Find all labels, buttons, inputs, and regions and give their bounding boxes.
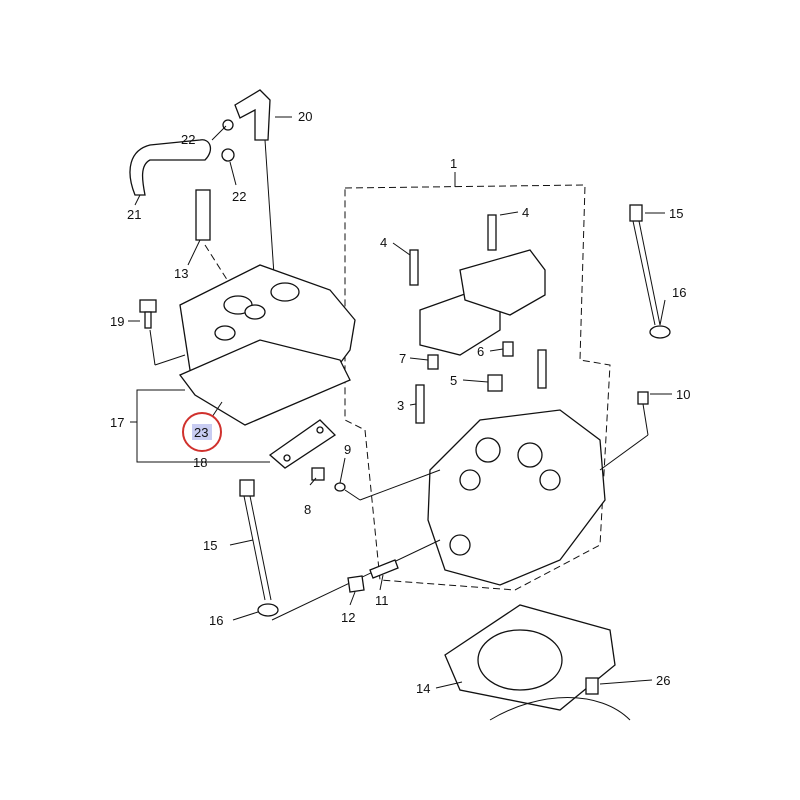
stud-bolt-15 bbox=[239, 479, 255, 497]
callout-7: 7 bbox=[399, 351, 406, 366]
gasket bbox=[178, 339, 351, 426]
highlight-fill bbox=[192, 424, 212, 440]
bolt-4 bbox=[487, 214, 497, 251]
callout-6: 6 bbox=[477, 344, 484, 359]
bolt-19 bbox=[139, 299, 157, 313]
bolt-8 bbox=[311, 467, 325, 481]
callout-15: 15 bbox=[669, 206, 683, 221]
hose-fitting bbox=[234, 89, 271, 141]
dowel-7 bbox=[427, 354, 439, 370]
assembly-1-boundary bbox=[344, 184, 611, 591]
callout-11: 11 bbox=[375, 593, 389, 608]
callout-21: 21 bbox=[127, 207, 141, 222]
callout-23-highlighted[interactable]: 23 bbox=[194, 425, 208, 440]
callout-17: 17 bbox=[110, 415, 124, 430]
callout-5: 5 bbox=[450, 373, 457, 388]
callout-14: 14 bbox=[416, 681, 430, 696]
plug-5 bbox=[487, 374, 503, 392]
washer-9 bbox=[334, 482, 346, 492]
callout-8: 8 bbox=[304, 502, 311, 517]
callout-22: 22 bbox=[181, 132, 195, 147]
callout-16: 16 bbox=[672, 285, 686, 300]
stud-3 bbox=[415, 384, 425, 424]
clamp bbox=[222, 119, 234, 131]
callout-22: 22 bbox=[232, 189, 246, 204]
callout-10: 10 bbox=[676, 387, 690, 402]
callout-19: 19 bbox=[110, 314, 124, 329]
plate-18 bbox=[268, 419, 337, 469]
stud bbox=[537, 349, 547, 389]
washer-16 bbox=[649, 325, 671, 339]
bolt-4 bbox=[409, 249, 419, 286]
callout-13: 13 bbox=[174, 266, 188, 281]
callout-1: 1 bbox=[450, 156, 457, 171]
dowel-26 bbox=[585, 677, 599, 695]
callout-4: 4 bbox=[522, 205, 529, 220]
callout-26: 26 bbox=[656, 673, 670, 688]
nut-12 bbox=[347, 575, 365, 593]
stud-bolt-15 bbox=[629, 204, 643, 222]
spark-plug bbox=[195, 189, 211, 241]
cylinder-head bbox=[427, 409, 606, 586]
breather-hose bbox=[129, 139, 212, 196]
callout-15: 15 bbox=[203, 538, 217, 553]
callout-18: 18 bbox=[193, 455, 207, 470]
callout-12: 12 bbox=[341, 610, 355, 625]
callout-4: 4 bbox=[380, 235, 387, 250]
callout-16: 16 bbox=[209, 613, 223, 628]
stud-11 bbox=[369, 559, 399, 579]
callout-20: 20 bbox=[298, 109, 312, 124]
washer-16 bbox=[257, 603, 279, 617]
callout-9: 9 bbox=[344, 442, 351, 457]
dowel-6 bbox=[502, 341, 514, 357]
bolt-10 bbox=[637, 391, 649, 405]
callout-3: 3 bbox=[397, 398, 404, 413]
clamp bbox=[221, 148, 235, 162]
camshaft-cap bbox=[459, 249, 546, 316]
